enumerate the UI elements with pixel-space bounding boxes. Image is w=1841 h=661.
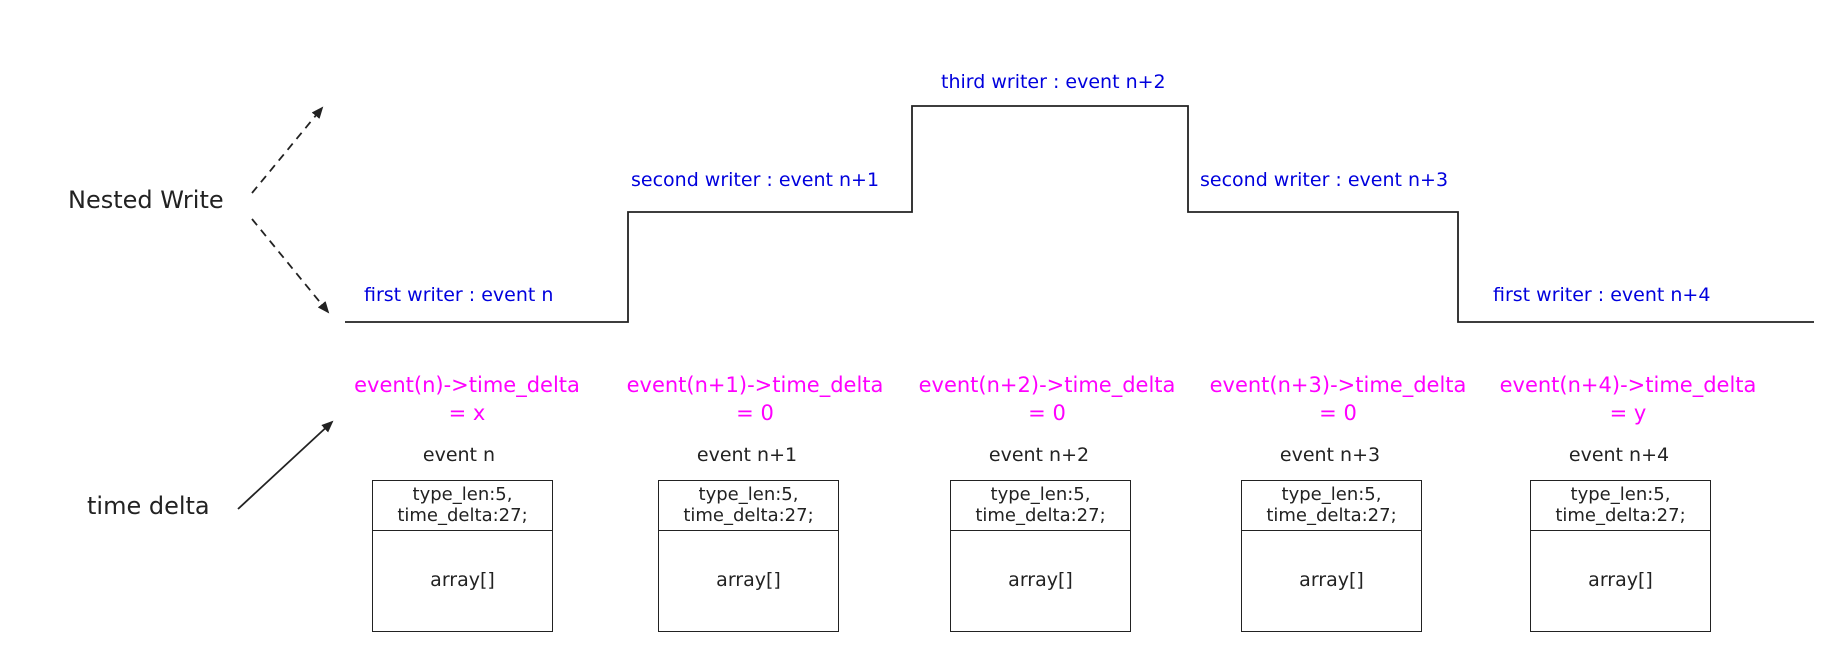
writer-label-0: first writer : event n [364, 284, 554, 306]
event-record-box: type_len:5, time_delta:27; array[] [658, 480, 839, 632]
time-delta-expression: event(n+2)->time_delta = 0 [912, 371, 1182, 427]
type-len-field: type_len:5, [412, 484, 513, 505]
time-delta-expr: event(n+4)->time_delta [1499, 373, 1757, 397]
time-delta-field: time_delta:27; [1555, 505, 1686, 526]
nested-write-arrow-down [251, 218, 330, 314]
type-len-field: type_len:5, [1281, 484, 1382, 505]
time-delta-expression: event(n)->time_delta = x [337, 371, 597, 427]
time-delta-label: time delta [87, 492, 210, 520]
array-field: array[] [1299, 569, 1364, 591]
array-field: array[] [1588, 569, 1653, 591]
writer-label-4: first writer : event n+4 [1493, 284, 1711, 306]
time-delta-value: = 0 [1319, 401, 1357, 425]
time-delta-field: time_delta:27; [683, 505, 814, 526]
event-record-box: type_len:5, time_delta:27; array[] [1241, 480, 1422, 632]
array-field: array[] [1008, 569, 1073, 591]
time-delta-field: time_delta:27; [1266, 505, 1397, 526]
array-field: array[] [430, 569, 495, 591]
event-record-box: type_len:5, time_delta:27; array[] [950, 480, 1131, 632]
time-delta-value: = x [448, 401, 486, 425]
time-delta-arrow [237, 420, 334, 510]
nesting-level-line [345, 105, 1814, 323]
nested-write-label: Nested Write [68, 186, 224, 214]
time-delta-expression: event(n+4)->time_delta = y [1493, 371, 1763, 427]
event-name: event n+4 [1568, 444, 1670, 466]
type-len-field: type_len:5, [990, 484, 1091, 505]
writer-label-3: second writer : event n+3 [1200, 169, 1449, 191]
event-name: event n [422, 444, 496, 466]
event-record-box: type_len:5, time_delta:27; array[] [1530, 480, 1711, 632]
event-name: event n+2 [988, 444, 1090, 466]
array-field: array[] [716, 569, 781, 591]
type-len-field: type_len:5, [698, 484, 799, 505]
type-len-field: type_len:5, [1570, 484, 1671, 505]
event-header: type_len:5, time_delta:27; [373, 481, 552, 531]
time-delta-expr: event(n+2)->time_delta [918, 373, 1176, 397]
event-name: event n+1 [696, 444, 798, 466]
time-delta-expression: event(n+3)->time_delta = 0 [1203, 371, 1473, 427]
time-delta-value: = y [1609, 401, 1647, 425]
time-delta-expr: event(n)->time_delta [354, 373, 580, 397]
event-header: type_len:5, time_delta:27; [659, 481, 838, 531]
writer-label-2: third writer : event n+2 [941, 71, 1166, 93]
time-delta-value: = 0 [1028, 401, 1066, 425]
event-name: event n+3 [1279, 444, 1381, 466]
event-record-box: type_len:5, time_delta:27; array[] [372, 480, 553, 632]
time-delta-field: time_delta:27; [397, 505, 528, 526]
time-delta-field: time_delta:27; [975, 505, 1106, 526]
event-header: type_len:5, time_delta:27; [1531, 481, 1710, 531]
nested-write-arrow-up [251, 106, 324, 194]
time-delta-expression: event(n+1)->time_delta = 0 [620, 371, 890, 427]
event-header: type_len:5, time_delta:27; [951, 481, 1130, 531]
writer-label-1: second writer : event n+1 [631, 169, 880, 191]
time-delta-value: = 0 [736, 401, 774, 425]
time-delta-expr: event(n+3)->time_delta [1209, 373, 1467, 397]
event-header: type_len:5, time_delta:27; [1242, 481, 1421, 531]
time-delta-expr: event(n+1)->time_delta [626, 373, 884, 397]
